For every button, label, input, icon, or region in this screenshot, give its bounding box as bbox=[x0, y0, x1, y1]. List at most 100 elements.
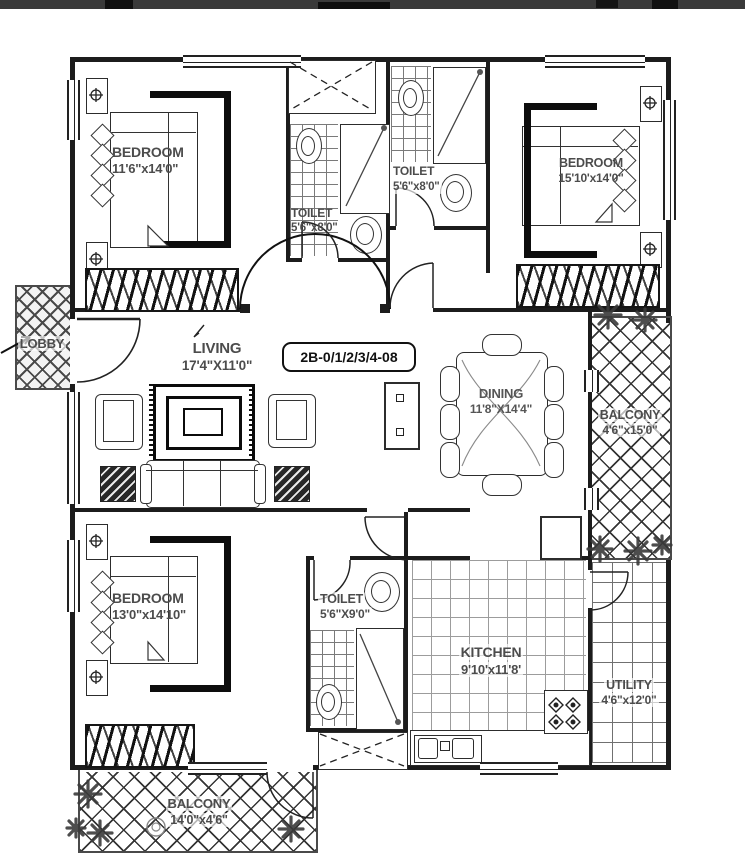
dining-chair bbox=[544, 404, 564, 440]
room-dims: 11'8"X14'4" bbox=[469, 401, 533, 416]
room-dims: 4'6"x15'0" bbox=[600, 423, 660, 438]
label-bedroom2: BEDROOM 15'10'x14'0" bbox=[535, 156, 647, 186]
shower-rail-icon bbox=[359, 633, 399, 723]
wardrobe bbox=[85, 724, 195, 768]
wall-dining-balcony-b bbox=[588, 392, 592, 490]
unit-number-badge: 2B-0/1/2/3/4-08 bbox=[282, 342, 416, 372]
shower-head-icon bbox=[381, 125, 387, 131]
room-dims: 5'6"x8'0" bbox=[391, 179, 442, 194]
wall-kitchen-top-a bbox=[408, 556, 470, 560]
door-arc-passage bbox=[364, 516, 409, 561]
room-dims: 11'6"x14'0" bbox=[112, 161, 179, 177]
sink-basin bbox=[452, 738, 474, 759]
shaft-x-bottom bbox=[319, 733, 405, 767]
kitchen-counter-right bbox=[544, 690, 588, 734]
planter-pot-icon bbox=[146, 817, 166, 837]
door-arc-toilet2 bbox=[395, 187, 435, 227]
lamp-icon bbox=[89, 88, 657, 684]
rug-fringe bbox=[249, 384, 253, 456]
wall-toilet1-bottom-b bbox=[338, 258, 390, 262]
room-dims: 5'6"X9'0" bbox=[318, 607, 372, 622]
label-balcony-right: BALCONY 4'6"x15'0" bbox=[590, 408, 670, 439]
label-toilet2: TOILET 5'6"x8'0" bbox=[391, 164, 457, 194]
door-arc-balcony bbox=[266, 771, 314, 819]
stove-icon bbox=[548, 697, 581, 730]
living-leader-icon bbox=[193, 324, 205, 338]
wall-toilet2-bottom-a bbox=[386, 226, 396, 230]
balcony-bottom-right-edge bbox=[316, 770, 318, 853]
fridge bbox=[540, 516, 582, 560]
plant-icon bbox=[65, 300, 673, 847]
room-name: TOILET bbox=[291, 206, 333, 220]
top-band-mark bbox=[596, 0, 618, 8]
room-name: BALCONY bbox=[165, 796, 233, 811]
sofa-divider bbox=[183, 460, 185, 506]
room-dims: 14'0"x4'6" bbox=[168, 812, 230, 827]
lobby-floor bbox=[15, 285, 70, 390]
side-table bbox=[86, 524, 108, 560]
sofa-arm bbox=[140, 464, 152, 504]
wall-toilet3-right bbox=[404, 556, 408, 732]
tv-knob bbox=[396, 428, 404, 436]
label-lobby: LOBBY bbox=[14, 336, 70, 352]
door-stub-right bbox=[380, 304, 390, 313]
wall-toilet1-bottom-a bbox=[286, 258, 302, 262]
label-bedroom1: BEDROOM 11'6"x14'0" bbox=[112, 144, 222, 177]
shower-area bbox=[340, 124, 390, 214]
bed-frame bbox=[150, 536, 231, 692]
sofa-divider bbox=[220, 460, 222, 506]
bed bbox=[110, 556, 198, 664]
shower-rail-icon bbox=[345, 127, 385, 207]
door-arc-bedroom2 bbox=[389, 262, 434, 309]
bed-sheet-line bbox=[560, 126, 561, 224]
balcony-bottom-bottom-edge bbox=[78, 851, 318, 853]
label-balcony-bottom: BALCONY 14'0"x4'6" bbox=[140, 796, 258, 828]
room-name: DINING bbox=[478, 386, 524, 401]
balcony-right-outer-edge bbox=[670, 316, 672, 560]
door-arc-utility bbox=[589, 571, 629, 611]
room-name: BEDROOM bbox=[112, 144, 184, 160]
bed-frame bbox=[150, 91, 231, 248]
bed-frame bbox=[524, 103, 597, 258]
room-dims: 4'6"x12'0" bbox=[599, 693, 659, 708]
door-stub-left bbox=[240, 304, 250, 313]
window-bedroom1-left bbox=[67, 80, 80, 140]
wall-left-upper bbox=[70, 57, 75, 319]
wall-living-bottom-a bbox=[75, 508, 367, 512]
dining-chair bbox=[544, 442, 564, 478]
wall-toilet3-top-b bbox=[350, 556, 408, 560]
wall-top bbox=[70, 57, 671, 62]
wall-right-lower bbox=[666, 558, 671, 770]
center-table bbox=[166, 396, 242, 450]
wall-toilet3-bottom bbox=[306, 728, 408, 732]
rug-fringe bbox=[149, 384, 153, 456]
balcony-door-opening bbox=[267, 764, 313, 771]
room-name: TOILET bbox=[318, 592, 366, 606]
door-arc-main bbox=[76, 318, 141, 383]
wall-toilet2-bottom-b bbox=[434, 226, 486, 230]
top-band-mark bbox=[318, 2, 390, 9]
planter-pot-icon bbox=[151, 822, 161, 832]
planter-stand bbox=[274, 466, 310, 502]
bed-sheet-line bbox=[168, 112, 169, 246]
planter-stand bbox=[100, 466, 136, 502]
wall-toilet2-right bbox=[486, 62, 490, 273]
bed bbox=[110, 112, 198, 248]
window-bedroom1-top bbox=[183, 55, 301, 68]
side-table bbox=[86, 78, 108, 114]
window-living-left bbox=[67, 392, 80, 504]
room-dims: 9'10'x11'8' bbox=[458, 662, 524, 678]
label-bedroom3: BEDROOM 13'0"x14'10" bbox=[112, 590, 224, 623]
wash-basin bbox=[350, 216, 382, 254]
dining-chair bbox=[440, 442, 460, 478]
room-name: LOBBY bbox=[17, 336, 67, 351]
dining-chair bbox=[440, 404, 460, 440]
top-band-mark bbox=[105, 0, 133, 9]
balcony-bottom-floor bbox=[80, 772, 316, 851]
shaft-x-top bbox=[289, 61, 373, 111]
wall-living-bottom-b bbox=[408, 508, 470, 512]
dining-chair bbox=[482, 334, 522, 356]
sofa-arm bbox=[254, 464, 266, 504]
